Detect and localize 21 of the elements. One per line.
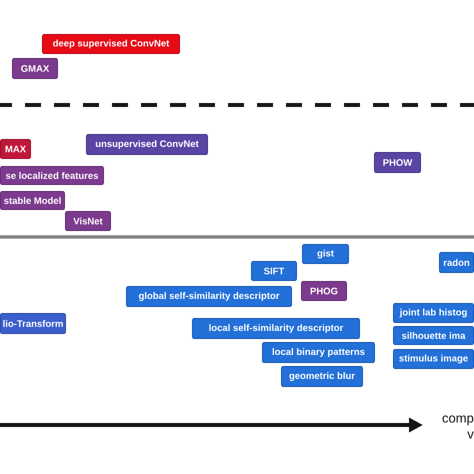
method-box: se localized features xyxy=(0,166,104,185)
method-box: joint lab histog xyxy=(393,303,474,323)
method-box: global self-similarity descriptor xyxy=(126,286,292,307)
method-box: VisNet xyxy=(65,211,111,231)
method-box: SIFT xyxy=(251,261,297,281)
method-box: local binary patterns xyxy=(262,342,375,363)
method-box: local self-similarity descriptor xyxy=(192,318,360,339)
method-box: geometric blur xyxy=(281,366,363,387)
method-box: stimulus image xyxy=(393,349,474,369)
method-box: unsupervised ConvNet xyxy=(86,134,208,155)
method-box: GMAX xyxy=(12,58,58,79)
method-box: deep supervised ConvNet xyxy=(42,34,180,54)
axis-label: comp v xyxy=(442,416,474,438)
method-box: silhouette ima xyxy=(393,326,474,345)
method-box: PHOG xyxy=(301,281,347,301)
method-box: lio-Transform xyxy=(0,313,66,334)
method-box: gist xyxy=(302,244,349,264)
method-box: radon xyxy=(439,252,474,273)
method-box: stable Model xyxy=(0,191,65,210)
method-box: MAX xyxy=(0,139,31,159)
method-box: PHOW xyxy=(374,152,421,173)
